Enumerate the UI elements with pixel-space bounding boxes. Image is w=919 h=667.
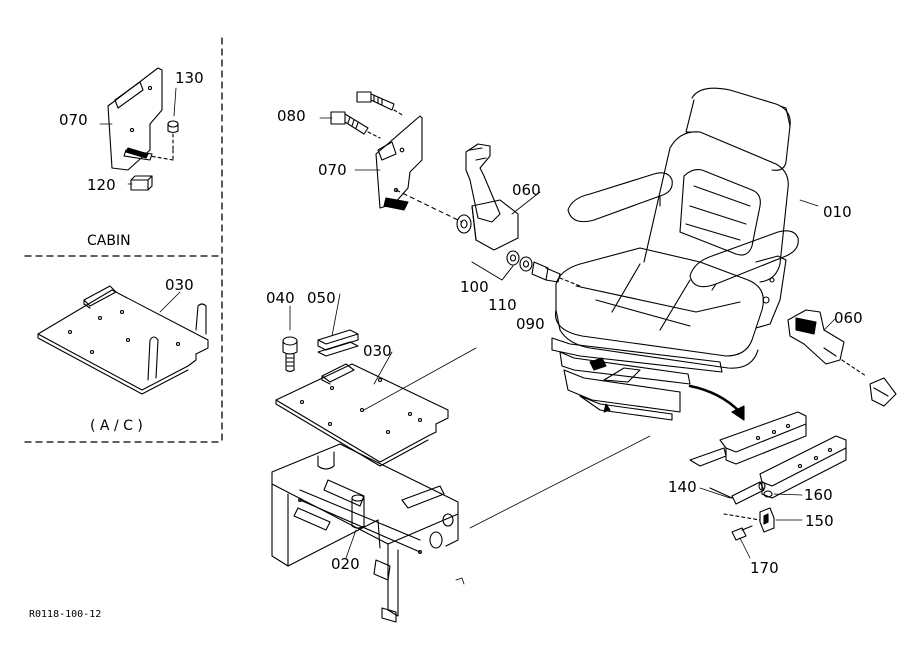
clamp-150 — [759, 507, 775, 533]
clip-160 — [763, 490, 773, 498]
callout-080: 080 — [277, 107, 306, 125]
seat-bracket-070 — [375, 115, 463, 223]
callout-100: 100 — [460, 278, 489, 296]
cabin-spacer-120 — [130, 175, 153, 191]
washer-100 — [456, 214, 472, 234]
callout-030-ac: 030 — [165, 276, 194, 294]
callout-150: 150 — [805, 512, 834, 530]
ac-seat-plate-030 — [37, 285, 209, 395]
dashed-section-divider — [24, 37, 223, 443]
figure-code: R0118-100-12 — [29, 609, 102, 620]
section-label-cabin: CABIN — [87, 233, 131, 249]
callout-070-seat: 070 — [318, 161, 347, 179]
callout-020: 020 — [331, 555, 360, 573]
callout-090: 090 — [516, 315, 545, 333]
bolt-040 — [282, 336, 298, 373]
callout-030-plate: 030 — [363, 342, 392, 360]
operator-seat-010 — [551, 87, 799, 421]
bolt-170 — [723, 513, 761, 541]
callout-140: 140 — [668, 478, 697, 496]
leader-lines — [99, 87, 837, 559]
callout-050: 050 — [307, 289, 336, 307]
callout-060-buckle: 060 — [512, 181, 541, 199]
callout-110: 110 — [488, 296, 517, 314]
callout-040: 040 — [266, 289, 295, 307]
callout-060-belt: 060 — [834, 309, 863, 327]
washer-110 — [506, 250, 533, 272]
cabin-bracket-070 — [107, 67, 163, 171]
callout-170: 170 — [750, 559, 779, 577]
section-label-ac: ( A / C ) — [90, 418, 143, 434]
callout-120: 120 — [87, 176, 116, 194]
slide-pin-140 — [709, 481, 766, 505]
bolt-080 — [330, 91, 405, 139]
spacer-050 — [317, 329, 359, 357]
cabin-bolt-130 — [149, 120, 179, 161]
seat-plate-030 — [275, 363, 449, 467]
callout-070-cabin: 070 — [59, 111, 88, 129]
callout-130: 130 — [175, 69, 204, 87]
direction-arrow — [688, 384, 745, 421]
seat-frame-020 — [271, 443, 465, 623]
callout-160: 160 — [804, 486, 833, 504]
callout-010: 010 — [823, 203, 852, 221]
seatbelt-060-right — [787, 309, 897, 407]
seatbelt-buckle-060 — [465, 143, 519, 251]
